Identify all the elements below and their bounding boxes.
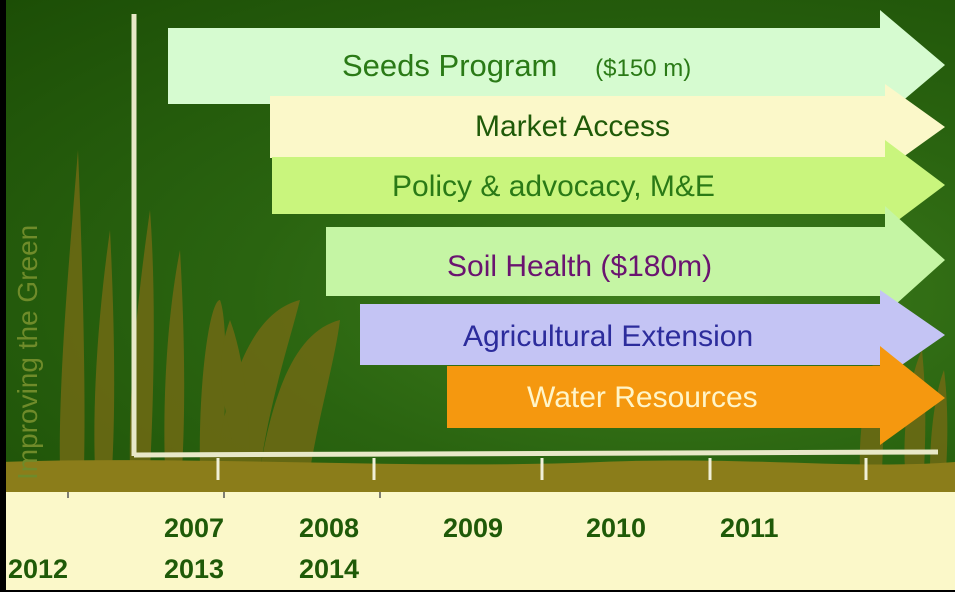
timeline-graphic xyxy=(0,10,955,492)
arrow-market-access xyxy=(270,84,945,170)
seeds-program-note: ($150 m) xyxy=(595,55,692,82)
side-title-text: Improving the Green xyxy=(12,224,43,480)
label-policy-advocacy: Policy & advocacy, M&E xyxy=(392,170,715,204)
soil-health-label: Soil Health ($180m) xyxy=(447,250,713,283)
label-water-resources: Water Resources xyxy=(527,381,758,415)
ground xyxy=(0,460,955,492)
market-access-label: Market Access xyxy=(475,110,671,143)
label-soil-health: Soil Health ($180m) xyxy=(447,250,712,284)
left-border xyxy=(0,0,6,592)
year-2013: 2013 xyxy=(164,554,225,584)
lower-ticks xyxy=(67,492,381,498)
water-resources-label: Water Resources xyxy=(527,381,758,414)
year-2008: 2008 xyxy=(299,513,360,543)
arrow-policy-advocacy xyxy=(272,140,945,230)
arrow-water-resources xyxy=(447,346,945,445)
bottom-border xyxy=(0,590,955,592)
axis-ticks xyxy=(216,458,868,480)
arrow-agricultural-extension xyxy=(360,290,945,380)
year-2014: 2014 xyxy=(299,554,360,584)
year-2012: 2012 xyxy=(8,554,69,584)
seeds-program-label: Seeds Program xyxy=(342,48,558,83)
arrow-seeds-program xyxy=(168,10,945,120)
policy-advocacy-label: Policy & advocacy, M&E xyxy=(392,170,715,203)
agricultural-extension-label: Agricultural Extension xyxy=(463,320,754,353)
label-seeds-program: Seeds Program ($150 m) xyxy=(342,48,691,84)
year-2011: 2011 xyxy=(720,513,779,543)
year-2009: 2009 xyxy=(443,513,504,543)
x-axis xyxy=(133,449,939,458)
label-market-access: Market Access xyxy=(475,110,670,144)
side-title: Improving the Green xyxy=(2,40,43,480)
year-2010: 2010 xyxy=(586,513,647,543)
arrow-soil-health xyxy=(326,206,945,314)
label-agricultural-extension: Agricultural Extension xyxy=(463,320,753,354)
timeline-panel: Improving the Green Seeds Program ($150 … xyxy=(0,0,955,492)
year-2007: 2007 xyxy=(164,513,225,543)
